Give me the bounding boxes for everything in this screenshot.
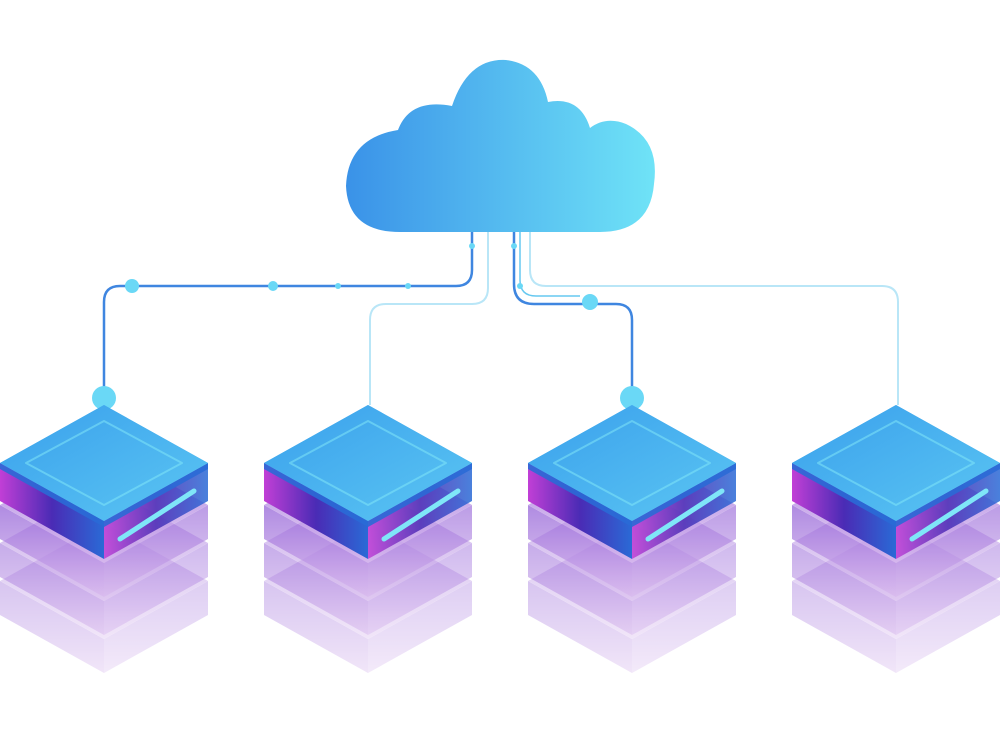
server-unit xyxy=(264,405,472,559)
connection-lines xyxy=(92,232,899,410)
server-stack-icon xyxy=(792,405,1000,673)
junction-node xyxy=(511,243,517,249)
connection-line-server-2 xyxy=(369,232,489,405)
endpoint-node xyxy=(92,386,116,410)
server-unit xyxy=(0,405,208,559)
server-group xyxy=(0,405,1000,673)
status-light-icon xyxy=(645,488,725,542)
junction-node xyxy=(125,279,139,293)
server-panel xyxy=(25,420,183,506)
server-stack-icon xyxy=(264,405,472,673)
connection-line-server-3-inner xyxy=(519,232,580,297)
server-panel xyxy=(289,420,447,506)
endpoint-node xyxy=(620,386,644,410)
server-unit xyxy=(528,405,736,559)
server-stack-icon xyxy=(0,405,208,673)
cloud-icon xyxy=(346,59,655,233)
connection-line-server-4 xyxy=(529,232,899,405)
connection-line-server-3 xyxy=(512,232,634,398)
junction-node xyxy=(405,283,411,289)
junction-node xyxy=(517,283,523,289)
server-unit xyxy=(792,405,1000,559)
status-light-icon xyxy=(909,488,989,542)
status-light-icon xyxy=(117,488,197,542)
junction-node xyxy=(582,294,598,310)
server-panel xyxy=(817,420,975,506)
server-stack-icon xyxy=(528,405,736,673)
junction-node xyxy=(335,283,341,289)
server-panel xyxy=(553,420,711,506)
junction-node xyxy=(469,243,475,249)
junction-node xyxy=(268,281,278,291)
status-light-icon xyxy=(381,488,461,542)
connection-line-server-1 xyxy=(102,232,474,398)
